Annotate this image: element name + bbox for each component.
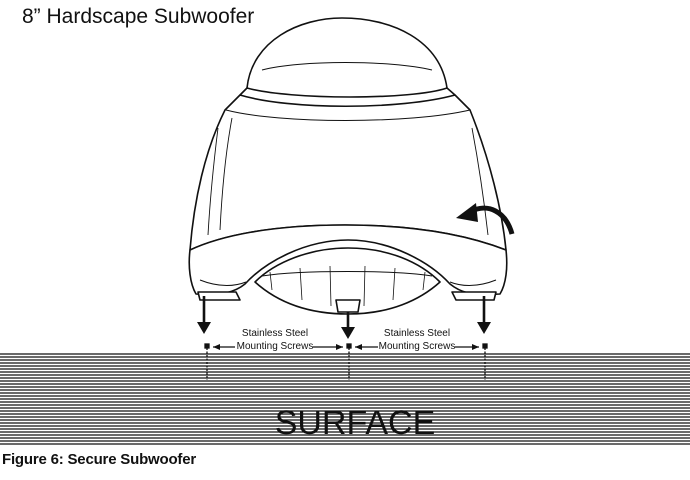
screw-icon [204, 343, 488, 380]
screw-label-right-line1: Stainless Steel [383, 328, 451, 339]
surface-top-gap [0, 340, 690, 353]
screw-label-right-line2: Mounting Screws [378, 341, 456, 352]
dimension-arrows [213, 344, 479, 350]
screw-label-left: Stainless Steel Mounting Screws [220, 327, 330, 353]
screw-label-right: Stainless Steel Mounting Screws [362, 327, 472, 353]
surface-hatching [0, 340, 690, 445]
screw-label-left-line1: Stainless Steel [241, 328, 309, 339]
subwoofer-body [188, 17, 508, 315]
diagram-title: 8” Hardscape Subwoofer [22, 5, 255, 28]
rotation-arrow-icon [456, 203, 515, 235]
mounting-foot-center [335, 299, 361, 313]
screw-label-left-line2: Mounting Screws [236, 341, 314, 352]
down-arrow-icon [197, 296, 491, 339]
mounting-foot-left [197, 291, 241, 301]
surface-label: SURFACE [274, 404, 436, 442]
subwoofer-top-cap [246, 17, 448, 98]
figure-caption: Figure 6: Secure Subwoofer [2, 451, 197, 468]
mounting-foot-right [451, 291, 497, 301]
subwoofer-port [254, 247, 441, 315]
